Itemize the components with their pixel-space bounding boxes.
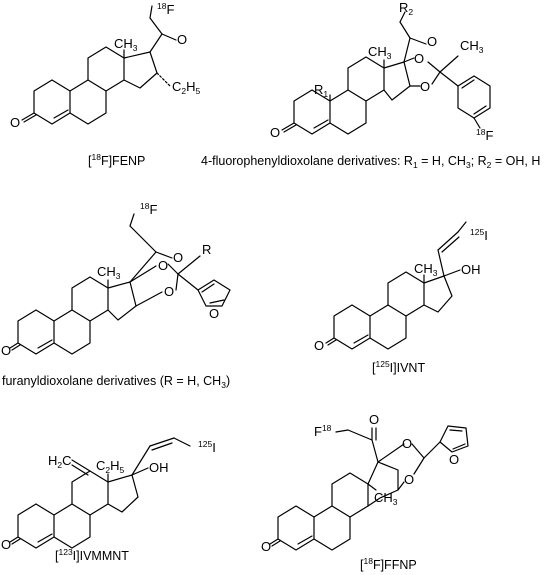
fenp-ch3: CH3 [114, 36, 138, 53]
structure-furanyl-dioxolane: 18F O R CH3 O O O O furanyldioxolane der… [1, 201, 231, 390]
fluorophenyl-ch3-angular: CH3 [368, 44, 392, 61]
ffnp-caption: [18F]FFNP [360, 556, 417, 572]
ivnt-oh: OH [461, 262, 481, 277]
fenp-ethyl: C2H5 [172, 79, 201, 96]
ivmmnt-ethyl: C2H5 [96, 458, 125, 475]
structure-fenp: 18F O CH3 C2H5 O [18F]FENP [10, 1, 201, 168]
fenp-caption: [18F]FENP [88, 152, 145, 168]
fluorophenyl-dioxolane-o2: O [420, 79, 430, 94]
ffnp-dioxolane-o2: O [404, 472, 414, 487]
structure-fluorophenyl-dioxolane: R2 O CH3 CH3 R1 O O 18F O 4-fluorophenyl… [201, 0, 540, 170]
ivnt-i-label: 125I [470, 227, 488, 243]
fluorophenyl-ch3-acetal: CH3 [460, 38, 484, 55]
ivmmnt-caption: [123I]IVMMNT [55, 547, 129, 563]
fluorophenyl-ring-o: O [270, 125, 280, 140]
furanyl-ch3: CH3 [97, 264, 121, 281]
furanyl-caption: furanyldioxolane derivatives (R = H, CH3… [2, 374, 230, 390]
ivmmnt-i-label: 125I [198, 439, 216, 455]
ivnt-caption: [125I]IVNT [372, 359, 425, 375]
fluorophenyl-f18-label: 18F [476, 127, 493, 143]
ivmmnt-ring-o: O [1, 537, 11, 552]
fluorophenyl-r2: R2 [399, 0, 413, 17]
fenp-skeleton [21, 5, 177, 125]
ivmmnt-methylene: H2C [48, 453, 72, 470]
ivnt-ring-o: O [314, 338, 324, 353]
furanyl-f18-label: 18F [140, 201, 157, 217]
ivnt-skeleton [325, 221, 467, 350]
ffnp-f-label: F18 [314, 423, 332, 439]
structure-ivnt: 125I CH3 OH O [125I]IVNT [314, 221, 488, 375]
ffnp-furan-o: O [449, 452, 459, 467]
fluorophenyl-r1: R1 [314, 82, 328, 99]
ffnp-ch3: CH3 [374, 490, 398, 507]
ivnt-ch3: CH3 [414, 261, 438, 278]
fenp-f18-label: 18F [157, 1, 174, 17]
fluorophenyl-skeleton [281, 11, 491, 135]
ivmmnt-skeleton [9, 437, 191, 549]
ffnp-ketone-o: O [369, 412, 379, 427]
furanyl-ring-o: O [1, 343, 11, 358]
structure-ffnp: F18 O CH3 O O O O [18F]FFNP [261, 412, 469, 572]
furanyl-r: R [202, 242, 211, 257]
furanyl-skeleton [9, 213, 231, 355]
fluorophenyl-caption: 4-fluorophenyldioxolane derivatives: R1 … [201, 154, 540, 170]
ffnp-ring-o: O [261, 539, 271, 554]
furanyl-ketone-o: O [173, 250, 183, 265]
fluorophenyl-dioxolane-o1: O [414, 51, 424, 66]
fenp-ring-o: O [10, 115, 20, 130]
structure-ivmmnt: H2C C2H5 OH 125I O [123I]IVMMNT [1, 437, 216, 563]
furanyl-dioxolane-o2: O [164, 284, 174, 299]
ffnp-dioxolane-o1: O [402, 436, 412, 451]
ivmmnt-oh: OH [149, 460, 169, 475]
furanyl-furan-o: O [209, 306, 219, 321]
fluorophenyl-ketone-o: O [427, 34, 437, 49]
furanyl-dioxolane-o1: O [158, 258, 168, 273]
fenp-ketone-o: O [177, 32, 187, 47]
ffnp-skeleton [269, 425, 469, 551]
